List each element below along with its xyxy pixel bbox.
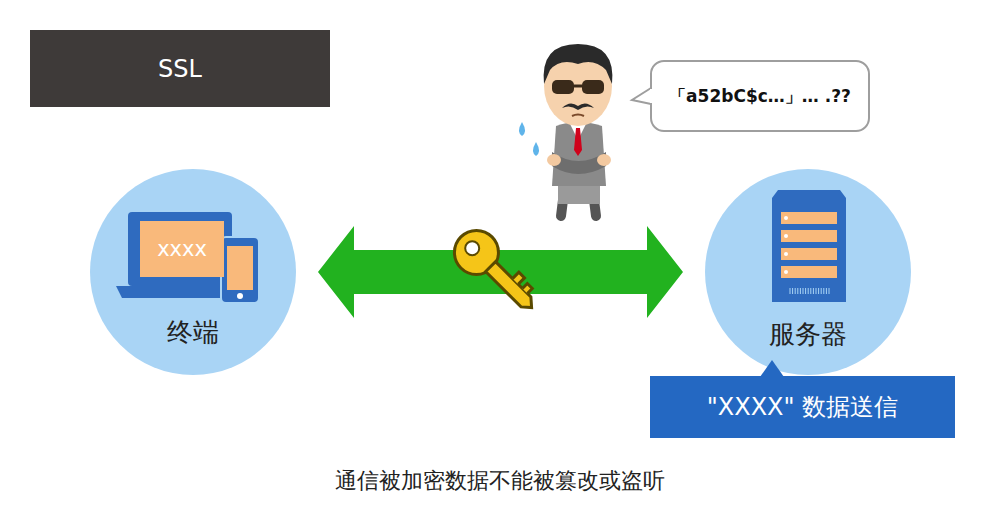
key-icon [445, 221, 547, 323]
server-icon [772, 190, 846, 302]
data-send-box: "XXXX" 数据送信 [650, 376, 955, 438]
terminal-circle: 终端 xxxx [90, 169, 296, 375]
callout-pointer [760, 360, 784, 377]
speech-bubble: 「a52bC$c…」… .?? [650, 60, 870, 132]
caption-area: 通信被加密数据不能被篡改或盗听 [0, 466, 1000, 496]
eavesdropper-figure [519, 44, 612, 216]
title-text: SSL [158, 55, 202, 83]
node-label: 「a52bC$c…」… .?? [669, 85, 851, 108]
node-label: xxxx [157, 237, 207, 261]
node-label: 终端 [90, 315, 296, 350]
caption-text: 通信被加密数据不能被篡改或盗听 [0, 466, 1000, 496]
phone-icon [221, 237, 259, 303]
screen-box: xxxx [140, 221, 224, 277]
title-banner: SSL [30, 30, 330, 107]
double-arrow [318, 226, 683, 318]
node-label: "XXXX" 数据送信 [707, 391, 898, 423]
node-label: 服务器 [705, 317, 911, 352]
bubble-tail [632, 88, 651, 104]
